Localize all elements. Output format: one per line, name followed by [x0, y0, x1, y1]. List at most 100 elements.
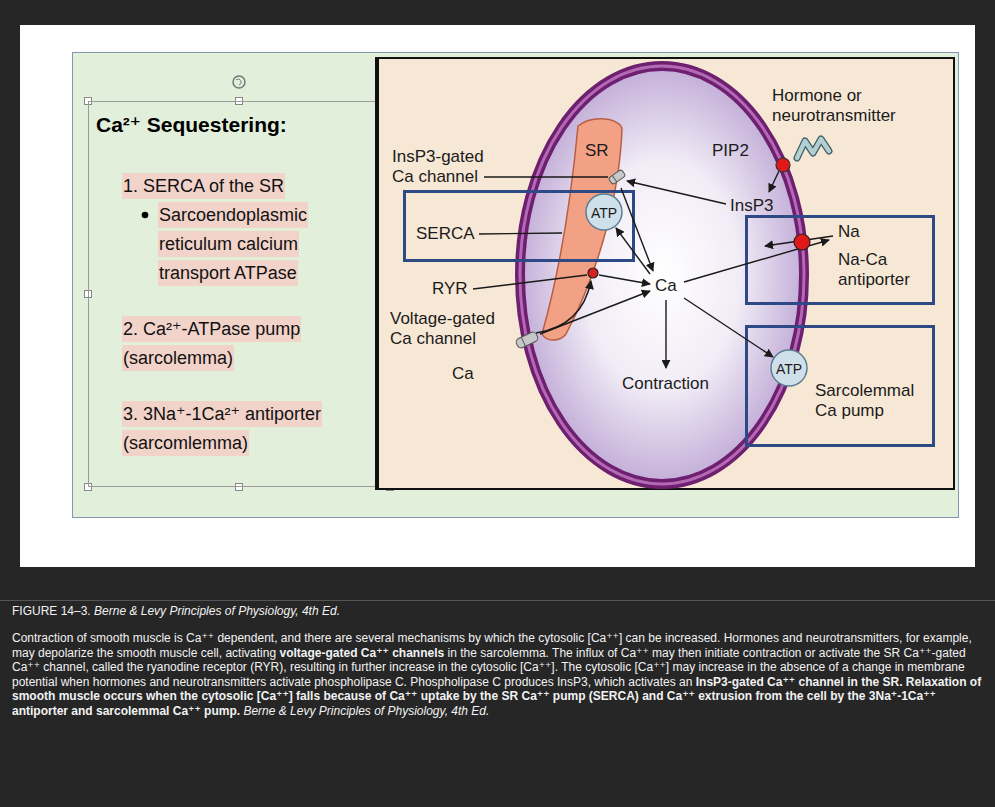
part-label: Sarcolemmal Ca pump	[815, 381, 927, 421]
flow-arrow	[621, 188, 653, 271]
list-text: 3. 3Na⁺-1Ca²⁺ antiporter (sarcomlemma)	[122, 401, 322, 456]
caption-text: voltage-gated Ca⁺⁺ channels	[279, 646, 444, 660]
sarcoplasmic-reticulum-outline	[536, 116, 626, 342]
antiporter-dot	[794, 234, 810, 250]
resize-handle	[85, 98, 92, 105]
list-text: 2. Ca²⁺-ATPase pump (sarcolemma)	[122, 316, 301, 371]
ion-label: Ca	[655, 276, 677, 296]
flow-arrow	[540, 291, 650, 334]
text-slot: 2. Ca²⁺-ATPase pump (sarcolemma)	[122, 315, 337, 373]
leader-line	[484, 176, 608, 177]
voltage-channel-symbol	[515, 331, 539, 349]
ion-label: Na	[838, 222, 860, 242]
atp-circle-shape	[586, 194, 622, 230]
part-label: SERCA	[416, 224, 475, 244]
list-text: 1. SERCA of the SR	[122, 173, 285, 199]
channel-ring	[612, 175, 617, 182]
rotate-handle-arrow	[236, 79, 241, 85]
text-slot: Sarcoendoplasmic reticulum calcium trans…	[158, 201, 338, 288]
rotate-handle	[233, 76, 245, 88]
text-slot: 1. SERCA of the SR	[122, 172, 362, 201]
highlight-box: SERCA ATP	[403, 190, 635, 262]
text-slot: 3. 3Na⁺-1Ca²⁺ antiporter (sarcomlemma)	[122, 400, 362, 458]
part-label: Contraction	[622, 374, 709, 394]
part-label: InsP3	[730, 196, 773, 216]
text-slot: Ca	[655, 276, 695, 296]
cell-membrane-highlight	[520, 66, 804, 484]
part-label: PIP2	[712, 141, 749, 161]
text-slot: InsP3	[730, 196, 790, 216]
ryr-receptor-dot	[588, 268, 598, 278]
flow-arrow	[769, 171, 779, 192]
atp-label: ATP	[776, 361, 802, 377]
text-slot: Na	[838, 222, 878, 242]
hormone-symbol-fill	[797, 139, 829, 158]
text-slot: Na-Ca antiporter	[838, 250, 930, 290]
highlight-box: Sarcolemmal Ca pump ATP	[745, 325, 935, 447]
caption-text: InsP3-gated Ca⁺⁺ channel in the SR.	[696, 675, 903, 689]
list-item: 3. 3Na⁺-1Ca²⁺ antiporter (sarcomlemma)	[116, 396, 372, 462]
text-slot: ATP	[770, 360, 808, 378]
source-note: Berne & Levy Principles of Physiology, 4…	[94, 604, 340, 618]
atp-label: ATP	[591, 205, 617, 221]
part-label: InsP3-gated Ca channel	[392, 147, 502, 187]
separator-line	[0, 600, 995, 601]
atp-circle: ATP	[585, 193, 623, 231]
highlight-box: NaNa-Ca antiporter	[745, 215, 935, 305]
receptor-dot	[776, 158, 790, 172]
flow-arrow	[599, 275, 650, 284]
leader-line	[479, 233, 562, 234]
flow-arrow	[627, 181, 726, 204]
caption-paragraph: Contraction of smooth muscle is Ca⁺⁺ dep…	[12, 631, 988, 719]
resize-handle	[85, 291, 92, 298]
text-slot: PIP2	[712, 141, 762, 161]
ion-label: Ca	[452, 364, 474, 384]
list-item: 2. Ca²⁺-ATPase pump (sarcolemma)	[116, 311, 372, 377]
atp-circle: ATP	[770, 349, 808, 387]
flow-arrow	[684, 298, 773, 357]
text-slot: Sarcolemmal Ca pump	[815, 381, 927, 421]
text-slot: RYR	[432, 279, 492, 299]
hormone-symbol	[797, 139, 829, 158]
part-label: Voltage-gated Ca channel	[390, 309, 512, 349]
green-panel	[73, 53, 959, 518]
bullet-dot	[142, 212, 149, 219]
heading: Ca²⁺ Sequestering:	[96, 112, 287, 138]
caption-title: FIGURE 14–3.	[12, 604, 91, 618]
channel-body	[515, 331, 539, 349]
text-slot: Contraction	[622, 374, 732, 394]
text-slot: InsP3-gated Ca channel	[392, 147, 502, 187]
flow-arrow	[665, 300, 666, 368]
figure-caption: FIGURE 14–3.Berne & Levy Principles of P…	[12, 604, 987, 619]
resize-handle	[85, 484, 92, 491]
part-label: Hormone or neurotransmitter	[772, 86, 927, 126]
illustration-panel: InsP3-gated Ca channelRYR Voltage-gated C…	[375, 57, 955, 490]
text-slot: Ca	[452, 364, 492, 384]
flow-arrow	[616, 228, 650, 274]
sarcoplasmic-reticulum: SR	[536, 116, 626, 342]
text-slot: SERCA	[416, 224, 486, 244]
leader-line	[473, 275, 587, 289]
resize-handle	[236, 98, 243, 105]
text-slot: Ca²⁺ Sequestering:	[96, 112, 386, 138]
text-slot: SR	[585, 141, 615, 161]
insp3-channel-symbol	[608, 169, 626, 185]
source-note: Berne & Levy Principles of Physiology, 4…	[243, 704, 489, 718]
cell-membrane-ring	[520, 66, 804, 484]
part-label: Na-Ca antiporter	[838, 250, 930, 290]
list-subitem: Sarcoendoplasmic reticulum calcium trans…	[136, 197, 372, 293]
text-box: Ca²⁺ Sequestering: 1. SERCA of the SR Sarc…	[88, 101, 390, 487]
part-label: RYR	[432, 279, 468, 299]
cell-membrane: PIP2InsP3CaContraction SR	[514, 60, 810, 490]
text-slot: ATP	[585, 204, 623, 222]
text-slot: Hormone or neurotransmitter	[772, 86, 927, 126]
list-text: Sarcoendoplasmic reticulum calcium trans…	[158, 202, 308, 286]
part-label: SR	[585, 141, 609, 161]
channel-ring	[521, 337, 525, 346]
text-slot: Voltage-gated Ca channel	[390, 309, 512, 349]
slide-panel	[20, 25, 975, 567]
channel-body	[608, 169, 626, 185]
resize-handle	[236, 484, 243, 491]
list-item: 1. SERCA of the SR	[116, 168, 372, 204]
atp-circle-shape	[771, 350, 807, 386]
